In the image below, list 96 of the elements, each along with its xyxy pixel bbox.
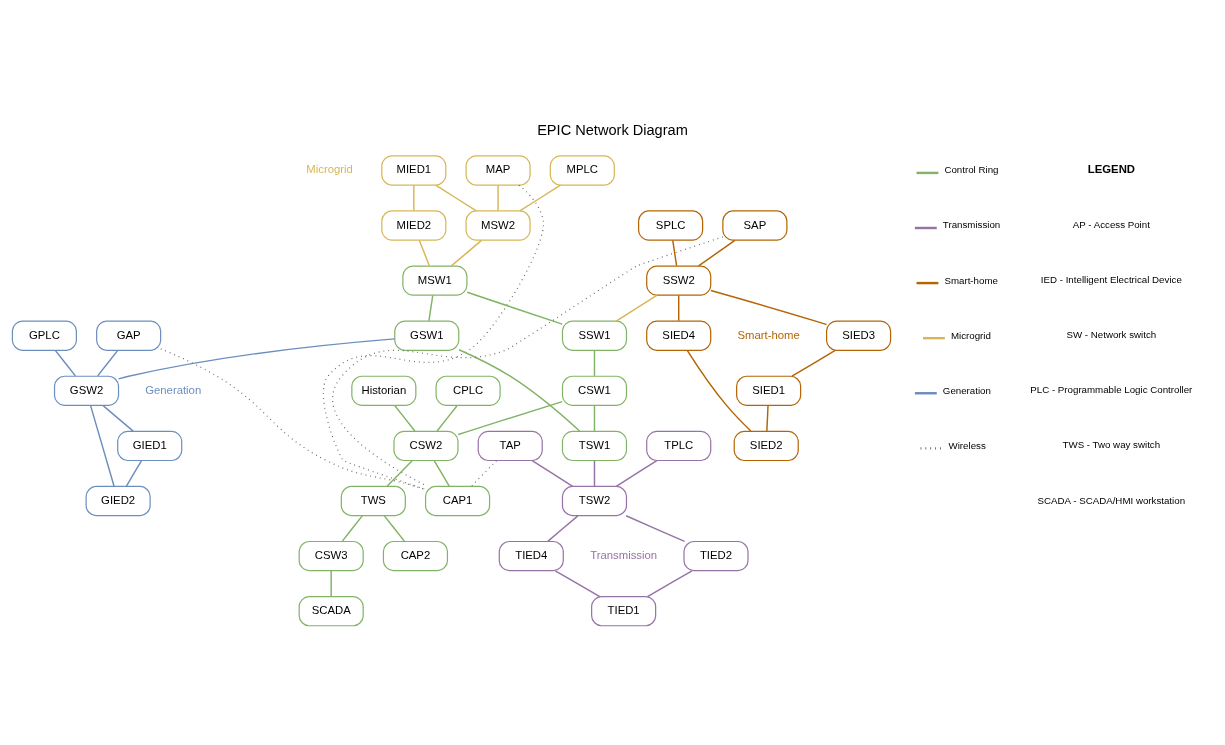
node-box: GPLC <box>11 320 77 351</box>
connector <box>710 289 828 325</box>
label: PLC - Programmable Logic Controller <box>1030 383 1193 395</box>
node-box: MIED1 <box>381 154 447 186</box>
node-box: GIED2 <box>85 485 151 516</box>
connector <box>615 459 658 487</box>
node-box: SSW2 <box>646 264 712 296</box>
connector <box>322 184 545 490</box>
node-box: CSW2 <box>393 430 459 461</box>
node-box: CAP2 <box>382 540 449 571</box>
connector <box>386 459 413 487</box>
node-box: TIED2 <box>683 540 749 571</box>
node-box: SPLC <box>638 209 704 241</box>
connector <box>593 349 596 377</box>
node-box: MSW2 <box>465 209 531 241</box>
connector <box>791 349 836 377</box>
label: Microgrid <box>306 162 353 175</box>
connector <box>54 349 77 377</box>
label: IED - Intelligent Electrical Device <box>1040 273 1182 285</box>
node-box: GSW2 <box>53 375 120 406</box>
legend-label: Microgrid <box>950 329 991 341</box>
node-box: SAP <box>722 209 788 241</box>
legend-label: Transmission <box>942 218 1001 230</box>
connector <box>341 514 363 542</box>
connector <box>435 183 477 212</box>
node-box: TSW2 <box>561 485 628 516</box>
connector <box>686 349 752 432</box>
connector <box>428 294 434 322</box>
node-box: SIED4 <box>646 320 712 351</box>
connector <box>678 294 680 322</box>
node-box: SIED1 <box>736 375 802 406</box>
node-box: GAP <box>96 320 162 351</box>
label: TWS - Two way switch <box>1062 438 1161 450</box>
connector <box>383 514 406 542</box>
node-box: SSW1 <box>561 320 628 351</box>
node-box: TAP <box>477 430 543 461</box>
connector <box>89 404 115 487</box>
connector <box>96 349 119 377</box>
connector <box>554 569 601 597</box>
node-box: TPLC <box>646 430 712 461</box>
node-box: MAP <box>465 154 531 186</box>
node-box: MSW1 <box>402 264 468 296</box>
node-box: CAP1 <box>424 485 491 516</box>
node-box: CSW3 <box>298 540 364 571</box>
node-box: Historian <box>351 375 417 406</box>
connector <box>625 514 686 542</box>
connector <box>615 294 658 322</box>
legend-label: Generation <box>942 384 991 396</box>
node-box: SCADA <box>298 595 364 626</box>
connector <box>519 183 562 212</box>
node-box: TSW1 <box>561 430 628 461</box>
label: AP - Access Point <box>1072 218 1150 230</box>
connector <box>672 239 678 266</box>
connector <box>413 184 415 211</box>
connector <box>102 404 134 432</box>
label: Transmission <box>590 548 658 561</box>
connector <box>547 514 579 542</box>
node-box: TIED4 <box>498 540 564 571</box>
legend-label: Control Ring <box>944 163 999 175</box>
node-box: GIED1 <box>117 430 183 461</box>
connector <box>332 235 724 487</box>
connector <box>458 348 581 432</box>
label: SCADA - SCADA/HMI workstation <box>1037 494 1186 506</box>
label: LEGEND <box>1087 162 1136 175</box>
node-box: SIED2 <box>733 430 799 461</box>
connector <box>117 337 396 380</box>
node-box: MIED2 <box>381 209 447 241</box>
node-box: GSW1 <box>394 320 460 351</box>
connector <box>330 569 332 597</box>
connector <box>418 239 431 266</box>
node-box: SIED3 <box>825 320 892 351</box>
legend-label: Wireless <box>948 439 986 451</box>
connector <box>531 459 574 487</box>
connector <box>433 459 450 487</box>
connector <box>436 404 458 432</box>
connector <box>457 400 563 435</box>
legend-label: Smart-home <box>944 274 998 286</box>
connector <box>394 404 416 432</box>
node-box: CPLC <box>435 375 501 406</box>
connector <box>766 404 769 432</box>
connector <box>646 569 693 597</box>
connector <box>593 459 596 487</box>
label: SW - Network switch <box>1066 328 1157 340</box>
node-box: TWS <box>340 485 406 516</box>
connector <box>450 239 483 267</box>
label: Smart-home <box>737 328 800 341</box>
node-box: TIED1 <box>591 595 657 626</box>
node-box: CSW1 <box>561 375 628 406</box>
connector <box>593 404 596 432</box>
node-box: MPLC <box>549 154 615 186</box>
connector <box>125 459 143 487</box>
connector <box>497 184 499 211</box>
label: Generation <box>145 383 202 396</box>
connector <box>697 239 736 267</box>
diagram-title: EPIC Network Diagram <box>537 121 688 138</box>
connector <box>466 291 563 325</box>
